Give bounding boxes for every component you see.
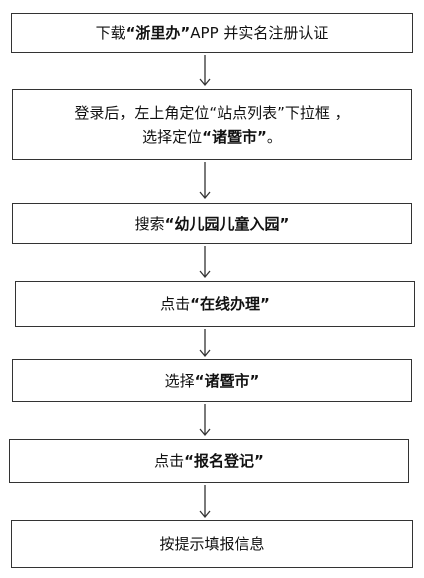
- step-2-line-1: 登录后，左上角定位“站点列表”下拉框 ，: [74, 103, 350, 122]
- arrow-down-icon: [197, 246, 213, 279]
- arrow-down-icon: [197, 485, 213, 519]
- step-4-line-1: 点击“在线办理”: [160, 295, 270, 313]
- step-4-box: 点击“在线办理”: [15, 281, 415, 327]
- step-2-line-2: 选择定位“诸暨市”。: [142, 127, 282, 146]
- step-1-box: 下载“浙里办”APP 并实名注册认证: [11, 13, 413, 53]
- arrow-down-icon: [197, 404, 213, 437]
- step-7-line-1: 按提示填报信息: [159, 535, 265, 553]
- step-5-box: 选择“诸暨市”: [12, 359, 412, 402]
- step-5-line-1: 选择“诸暨市”: [164, 371, 260, 390]
- step-1-line-1: 下载“浙里办”APP 并实名注册认证: [95, 24, 329, 42]
- step-6-line-1: 点击“报名登记”: [154, 452, 264, 470]
- step-2-box: 登录后，左上角定位“站点列表”下拉框 ， 选择定位“诸暨市”。: [12, 89, 412, 160]
- arrow-down-icon: [197, 55, 213, 87]
- arrow-down-icon: [197, 329, 213, 358]
- arrow-down-icon: [197, 162, 213, 200]
- step-3-box: 搜索“幼儿园儿童入园”: [12, 203, 412, 244]
- step-3-line-1: 搜索“幼儿园儿童入园”: [134, 214, 290, 233]
- step-7-box: 按提示填报信息: [11, 520, 413, 568]
- step-6-box: 点击“报名登记”: [9, 439, 409, 483]
